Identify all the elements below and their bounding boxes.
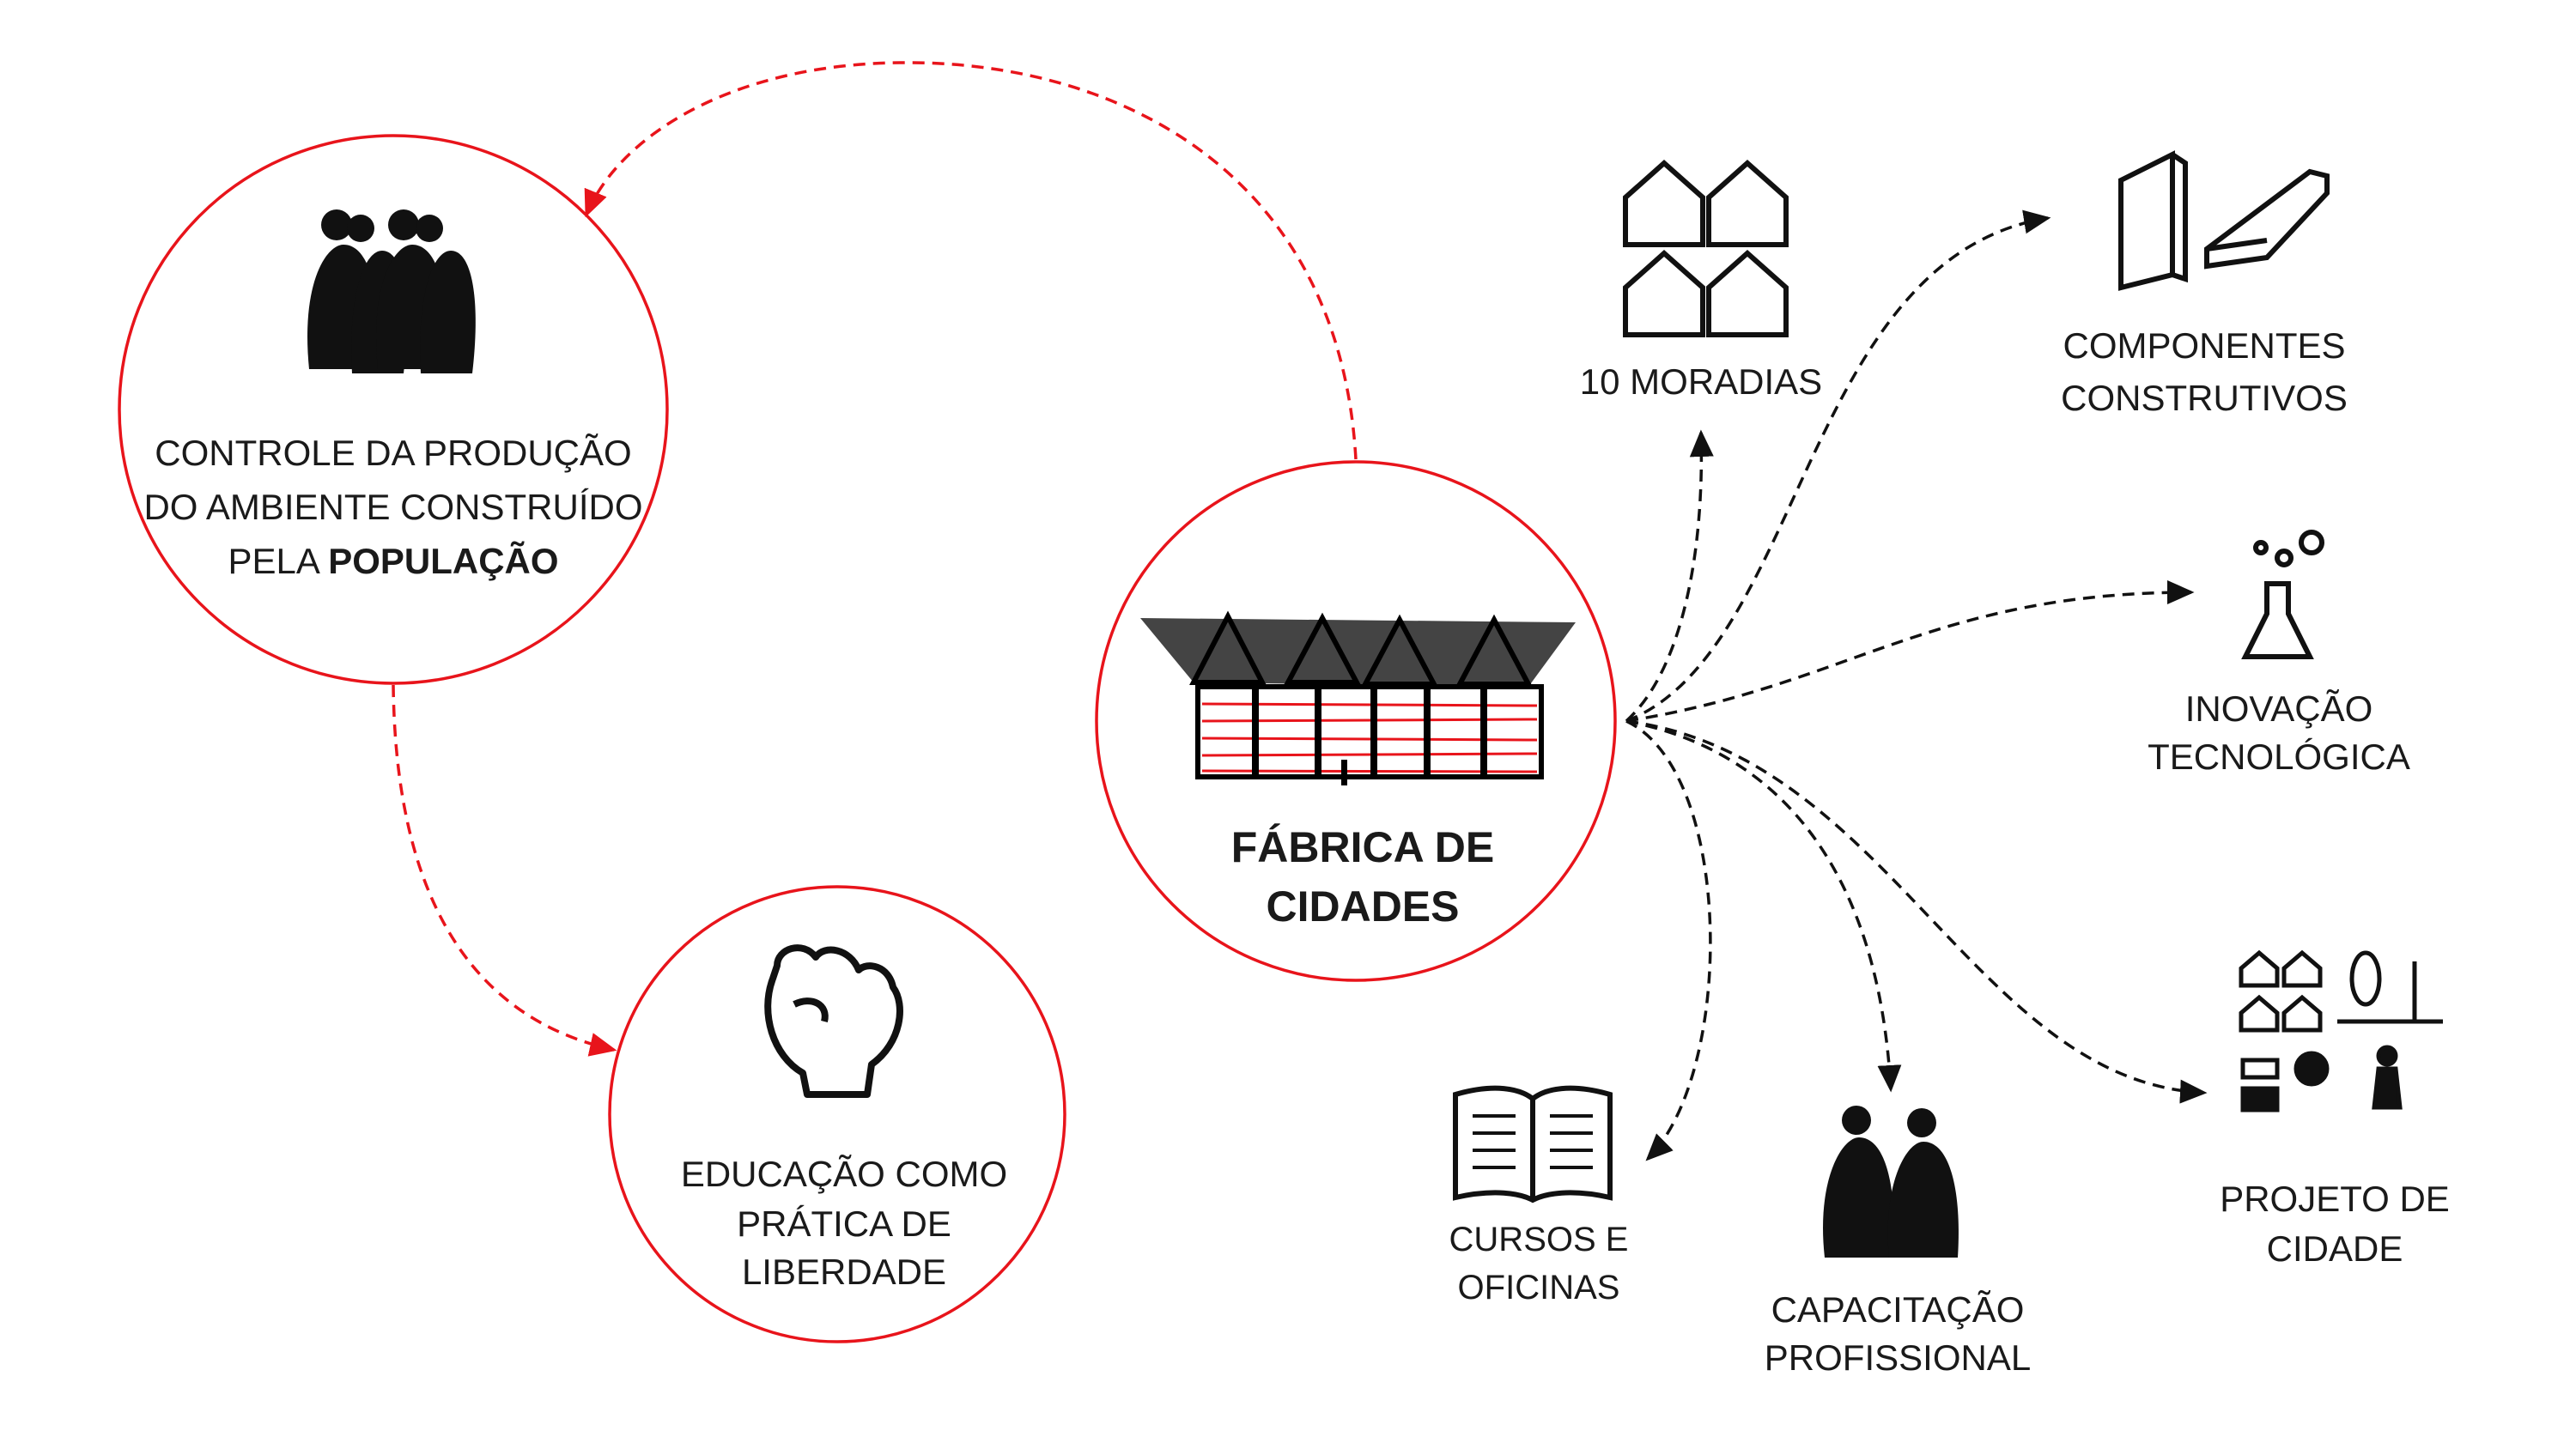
workers-icon (1823, 1106, 1959, 1258)
projeto-label-line2: CIDADE (2267, 1228, 2403, 1269)
factory-sketch-icon (1140, 610, 1576, 785)
cursos-label-line1: CURSOS E (1449, 1221, 1629, 1258)
arrow-factory-to-control (584, 61, 1358, 460)
book-icon (1453, 1085, 1613, 1203)
factory-label-line1: FÁBRICA DE (1231, 823, 1494, 871)
city-project-icon (2239, 949, 2443, 1113)
control-label-line2: DO AMBIENTE CONSTRUÍDO (143, 487, 642, 527)
people-icon (307, 209, 476, 373)
projeto-label-line1: PROJETO DE (2220, 1179, 2450, 1219)
componentes-label-line2: CONSTRUTIVOS (2061, 378, 2348, 418)
control-label-prefix: PELA (228, 541, 328, 581)
factory-label-line2: CIDADES (1266, 882, 1459, 931)
control-label-bold: POPULAÇÃO (328, 541, 558, 581)
control-label-line1: CONTROLE DA PRODUÇÃO (155, 433, 631, 473)
inovacao-label-line2: TECNOLÓGICA (2148, 737, 2410, 777)
education-label-line3: LIBERDADE (742, 1252, 946, 1292)
capacitacao-label-line1: CAPACITAÇÃO (1771, 1289, 2025, 1330)
componentes-label-line1: COMPONENTES (2063, 325, 2345, 366)
education-label-line1: EDUCAÇÃO COMO (681, 1154, 1007, 1194)
raised-fist-icon (764, 944, 903, 1098)
factory-circle (1095, 460, 1617, 982)
cursos-label-line2: OFICINAS (1458, 1269, 1620, 1307)
building-components-icon (2118, 150, 2330, 291)
control-circle (118, 134, 669, 685)
education-label-line2: PRÁTICA DE (737, 1203, 951, 1244)
arrow-to-componentes (1625, 209, 2051, 723)
arrow-to-capacitacao (1625, 719, 1902, 1093)
capacitacao-label-line2: PROFISSIONAL (1765, 1337, 2031, 1378)
arrow-control-to-education (392, 684, 617, 1057)
flask-icon (2241, 530, 2324, 659)
arrow-to-cursos (1625, 719, 1712, 1161)
moradias-label: 10 MORADIAS (1580, 361, 1822, 402)
arrow-to-projeto (1625, 719, 2208, 1104)
houses-icon (1623, 159, 1789, 337)
inovacao-label-line1: INOVAÇÃO (2185, 688, 2373, 729)
arrow-to-inovacao (1625, 580, 2195, 723)
control-label-line3: PELA POPULAÇÃO (228, 541, 558, 581)
education-circle (608, 885, 1066, 1343)
arrow-to-moradias (1625, 429, 1714, 723)
